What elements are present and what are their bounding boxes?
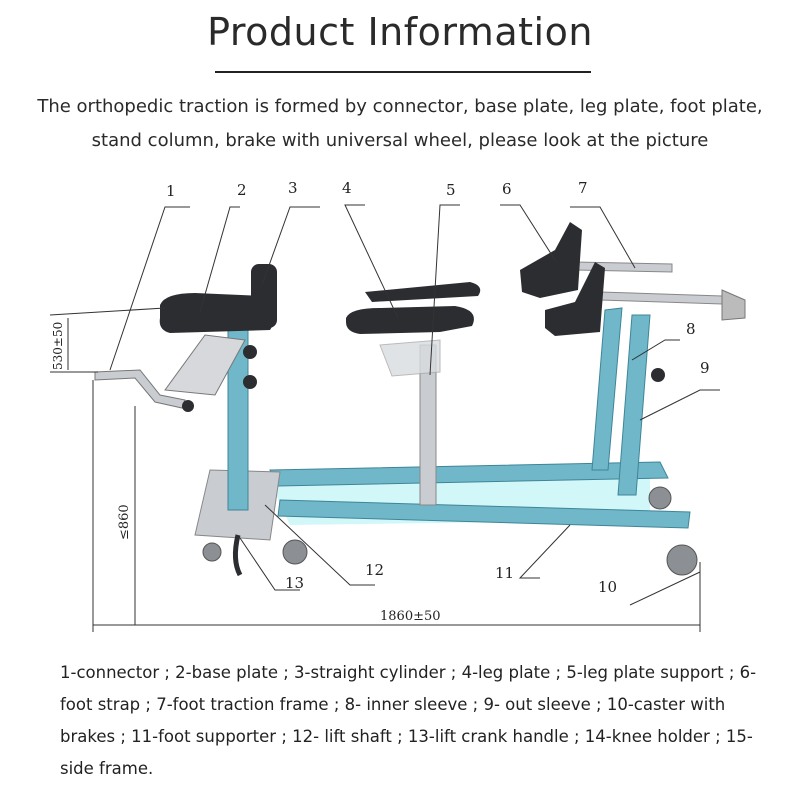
product-diagram: 1 2 3 4 5 6 7 8 9 10 11 12 13 530±50 ≤86…	[0, 165, 800, 645]
callout-3: 3	[288, 179, 298, 197]
callout-9: 9	[700, 359, 710, 377]
callout-12: 12	[365, 561, 384, 579]
callout-4: 4	[342, 179, 352, 197]
inner-sleeve	[591, 307, 623, 471]
dimension-max-height: ≤860	[117, 504, 132, 540]
knob-lower	[243, 375, 257, 389]
backrest-cylinder	[251, 264, 277, 328]
caster-front-left	[282, 539, 308, 565]
callout-5: 5	[446, 181, 456, 199]
connector-arm	[94, 369, 186, 409]
out-sleeve	[617, 314, 651, 496]
caster-rear-right	[648, 486, 672, 510]
foot-supporter-rail	[277, 499, 691, 529]
knob-connector	[182, 400, 194, 412]
foot-strap-right	[545, 262, 605, 336]
callout-10: 10	[598, 578, 617, 596]
crank-handle	[721, 289, 746, 321]
dimension-lines	[49, 307, 701, 632]
callout-11: 11	[495, 564, 514, 582]
intro-paragraph: The orthopedic traction is formed by con…	[37, 96, 763, 151]
leg-plate-bracket	[379, 339, 441, 377]
lift-crank-handle-shape	[232, 534, 243, 577]
callout-2: 2	[237, 181, 247, 199]
callout-8: 8	[686, 320, 696, 338]
caster-rear-left	[202, 542, 222, 562]
callout-13: 13	[285, 574, 304, 592]
seat-pad	[159, 293, 277, 333]
knob-upper	[243, 345, 257, 359]
page-title: Product Information	[207, 10, 593, 54]
foot-strap-left	[520, 222, 582, 298]
title-divider	[215, 71, 591, 73]
foot-traction-bar-upper	[574, 261, 673, 273]
callout-6: 6	[502, 180, 512, 198]
leg-plate-upper	[365, 282, 481, 302]
callout-leaders	[109, 204, 720, 606]
callout-7: 7	[578, 179, 588, 197]
knob-sleeve	[651, 368, 665, 382]
callout-1: 1	[166, 182, 176, 200]
connector-bracket	[164, 334, 246, 396]
parts-legend: 1-connector ; 2-base plate ; 3-straight …	[60, 663, 757, 778]
dimension-length: 1860±50	[380, 609, 441, 624]
dimension-height-range: 530±50	[51, 322, 65, 370]
caster-front-right	[666, 544, 698, 576]
leg-plate-lower	[346, 306, 474, 334]
foot-traction-bar	[599, 291, 723, 305]
